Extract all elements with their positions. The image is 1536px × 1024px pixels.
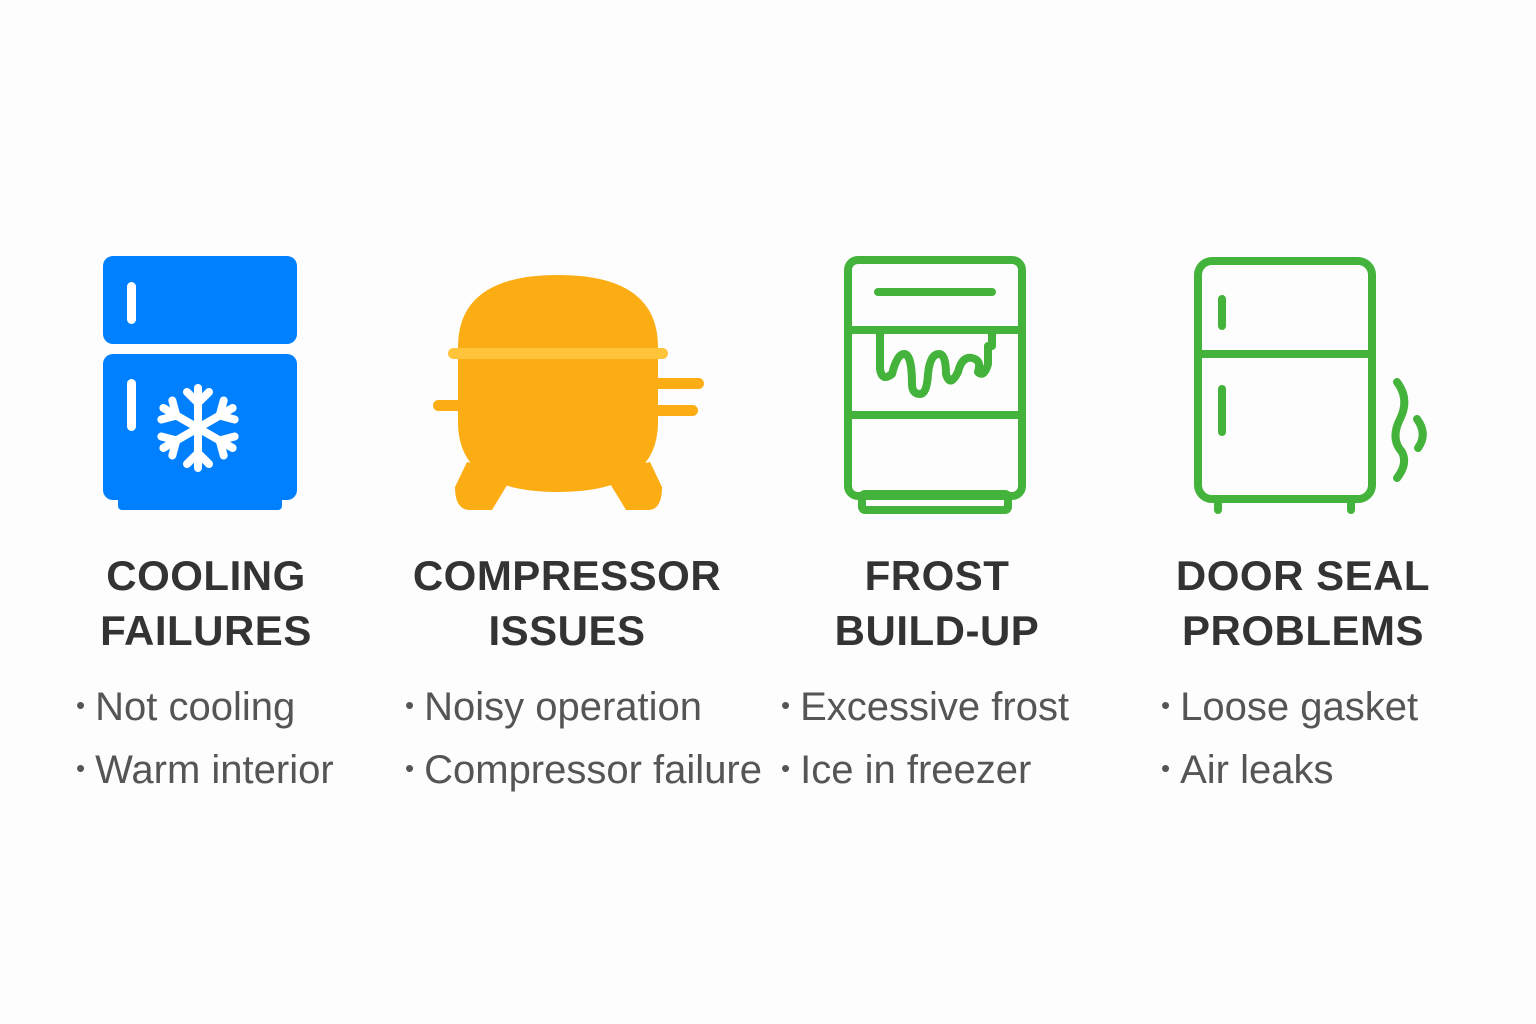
list-item: • Noisy operation [405, 680, 762, 743]
list-item: • Warm interior [76, 743, 334, 806]
title-line: FAILURES [100, 607, 312, 654]
item-text: Warm interior [95, 748, 334, 792]
door-seal-issue-list: • Loose gasket • Air leaks [1161, 680, 1418, 806]
title-line: COMPRESSOR [412, 552, 722, 599]
title-line: PROBLEMS [1181, 607, 1424, 654]
bullet-icon: • [405, 753, 415, 783]
list-item: • Not cooling [76, 680, 334, 743]
category-title-cooling: COOLING FAILURES [6, 548, 406, 658]
list-item: • Air leaks [1161, 743, 1418, 806]
bullet-icon: • [781, 753, 791, 783]
title-line: COOLING [106, 552, 306, 599]
item-text: Noisy operation [424, 685, 703, 729]
title-line: DOOR SEAL [1175, 552, 1431, 599]
list-item: • Loose gasket [1161, 680, 1418, 743]
list-item: • Ice in freezer [781, 743, 1069, 806]
fridge-air-leak-icon [1194, 257, 1427, 514]
frost-issue-list: • Excessive frost • Ice in freezer [781, 680, 1069, 806]
title-line: FROST [864, 552, 1010, 599]
item-text: Loose gasket [1180, 685, 1419, 729]
bullet-icon: • [76, 753, 86, 783]
bullet-icon: • [1161, 690, 1171, 720]
item-text: Excessive frost [800, 685, 1070, 729]
category-title-frost: FROST BUILD-UP [737, 548, 1137, 658]
title-line: ISSUES [488, 607, 646, 654]
bullet-icon: • [76, 690, 86, 720]
item-text: Ice in freezer [800, 748, 1032, 792]
bullet-icon: • [405, 690, 415, 720]
frost-fridge-icon [844, 256, 1026, 514]
item-text: Air leaks [1180, 748, 1334, 792]
compressor-issue-list: • Noisy operation • Compressor failure [405, 680, 762, 806]
category-title-door-seal: DOOR SEAL PROBLEMS [1103, 548, 1503, 658]
title-line: BUILD-UP [834, 607, 1040, 654]
item-text: Compressor failure [424, 748, 762, 792]
category-title-compressor: COMPRESSOR ISSUES [367, 548, 767, 658]
compressor-icon [433, 275, 704, 510]
bullet-icon: • [781, 690, 791, 720]
cooling-issue-list: • Not cooling • Warm interior [76, 680, 334, 806]
fridge-snowflake-icon [103, 256, 297, 510]
list-item: • Compressor failure [405, 743, 762, 806]
item-text: Not cooling [95, 685, 296, 729]
bullet-icon: • [1161, 753, 1171, 783]
list-item: • Excessive frost [781, 680, 1069, 743]
